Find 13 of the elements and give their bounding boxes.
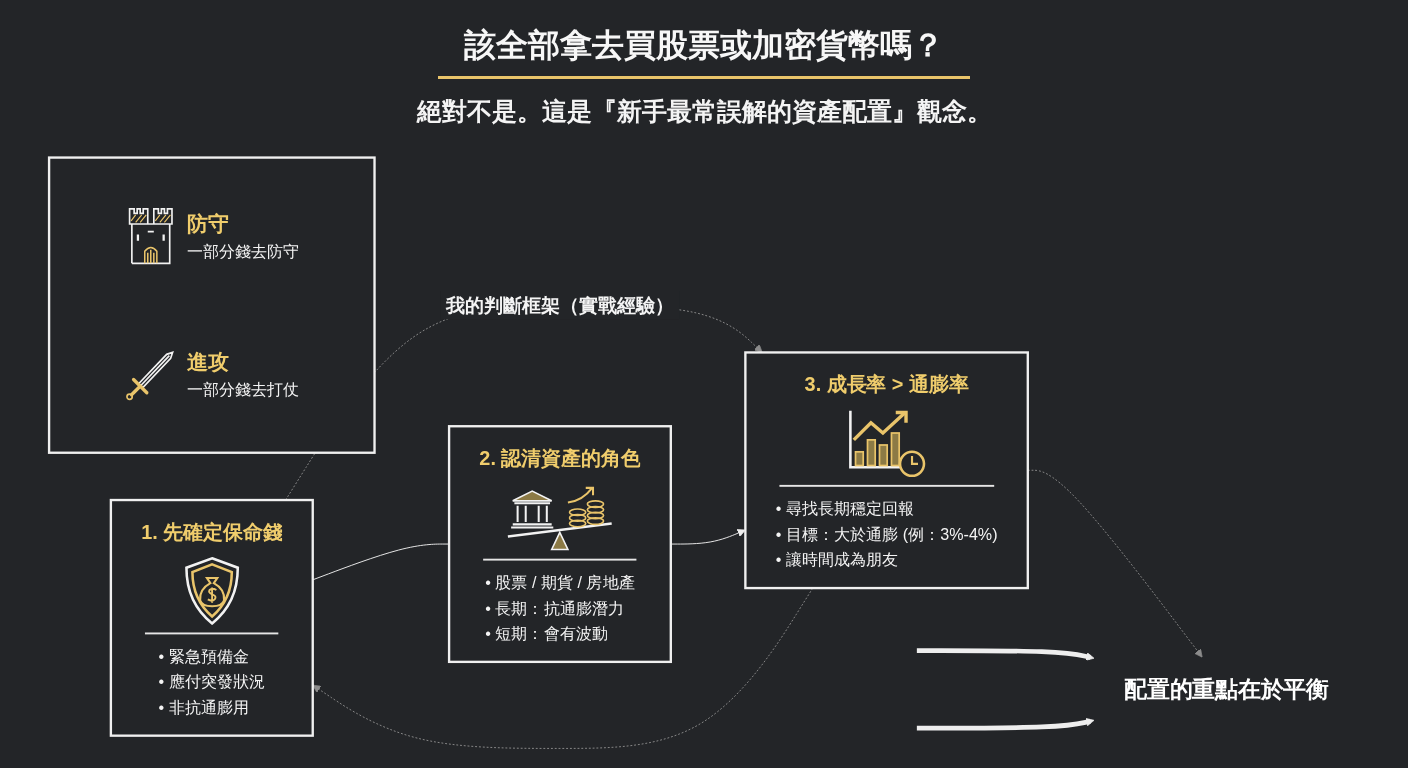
- node-box: 3. 成長率 > 通膨率 • 尋找長期穩定回報 • 目標：大於通膨 (例：3%-4%) • 讓時間成為朋友: [744, 351, 1029, 590]
- node-text: 配置的重點在於平衡: [1124, 676, 1329, 702]
- node-text: 防守 一部分錢去防守: [186, 212, 300, 261]
- arrow: [916, 718, 1095, 731]
- node-box: 2. 認清資產的角色 • 股票 / 期貨 / 房地產 • 長期：抗通膨潛力 • 短期：會有波動: [447, 425, 672, 664]
- title: 該全部拿去買股票或加密貨幣嗎？: [438, 24, 970, 79]
- connector: [312, 543, 450, 581]
- node-text: 進攻 一部分錢去打仗: [186, 350, 300, 399]
- subtitle: 絕對不是。這是『新手最常誤解的資產配置』觀念。: [416, 96, 992, 127]
- cluster: [47, 156, 376, 454]
- arrow: [916, 648, 1095, 661]
- node-box: 1. 先確定保命錢 • 緊急預備金 • 應付突發狀況 • 非抗通膨用: [109, 498, 314, 737]
- edge-label: 我的判斷框架（實戰經驗）: [446, 294, 674, 316]
